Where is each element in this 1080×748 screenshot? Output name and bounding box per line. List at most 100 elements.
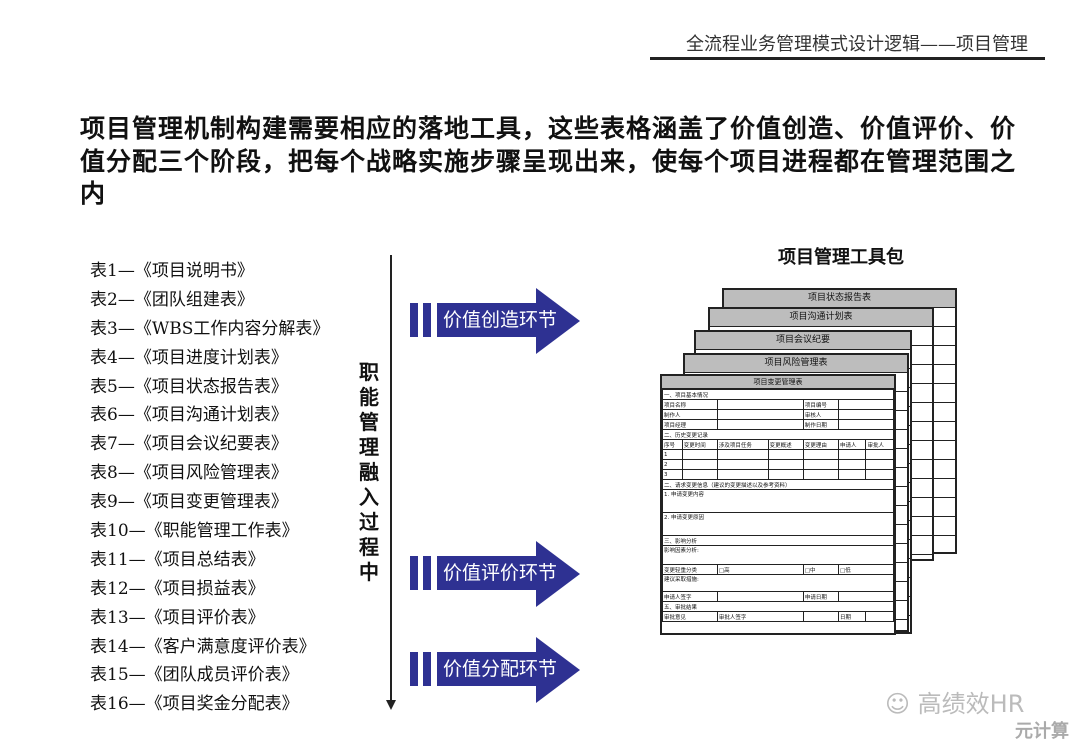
table-list-item: 表3—《WBS工作内容分解表》	[90, 318, 330, 339]
arrow-shape	[437, 303, 537, 337]
form-cell	[838, 459, 867, 470]
form-title: 项目变更管理表	[662, 376, 894, 389]
arrow-shape	[423, 652, 431, 686]
table-list-item: 表6—《项目沟通计划表》	[90, 405, 288, 426]
form-cell: 变更轻重分类	[662, 564, 718, 575]
form-cell: □高	[716, 564, 804, 575]
form-change-management: 项目变更管理表 一、项目基本情况 项目名称 项目编号 制作人 审核人 项目经理 制作日…	[660, 374, 896, 635]
form-cell	[802, 469, 840, 480]
form-cell: 2. 申请变更原因	[662, 512, 894, 536]
toolkit-title: 项目管理工具包	[778, 247, 904, 268]
arrow-shape	[423, 303, 431, 337]
form-cell: 序号	[662, 439, 683, 450]
stage-arrow-creation: 价值创造环节	[410, 288, 582, 354]
process-axis-arrowhead	[386, 700, 396, 710]
form-cell	[802, 611, 840, 622]
form-cell: 申请人	[838, 439, 867, 450]
header-divider	[650, 57, 1045, 60]
table-list-item: 表9—《项目变更管理表》	[90, 492, 288, 513]
table-list-item: 表14—《客户满意度评价表》	[90, 636, 316, 657]
form-cell: 日期	[838, 611, 867, 622]
arrow-shape	[536, 288, 580, 354]
form-cell	[681, 449, 718, 460]
form-cell: 建议采取措施:	[662, 574, 894, 592]
form-cell: 审批意见	[662, 611, 718, 622]
form-cell	[681, 459, 718, 470]
stage-label: 价值创造环节	[443, 309, 558, 331]
form-cell	[716, 469, 769, 480]
arrow-shape	[410, 556, 418, 590]
form-cell: □中	[802, 564, 840, 575]
vertical-label: 职能管理融入过程中	[359, 360, 379, 584]
form-cell: 一、项目基本情况	[662, 389, 894, 400]
slide-header-title: 全流程业务管理模式设计逻辑——项目管理	[686, 34, 1028, 55]
form-cell	[802, 449, 840, 460]
form-cell: 审核人	[802, 409, 840, 420]
wechat-icon: ☺	[885, 690, 911, 718]
form-cell: 项目编号	[802, 399, 840, 410]
form-cell: 制作人	[662, 409, 718, 420]
form-cell	[767, 449, 804, 460]
table-list-item: 表5—《项目状态报告表》	[90, 376, 288, 397]
form-cell	[865, 469, 894, 480]
form-cell: 变更理由	[802, 439, 840, 450]
form-cell: 项目经理	[662, 419, 718, 430]
form-cell	[802, 459, 840, 470]
form-cell: 项目名称	[662, 399, 718, 410]
form-cell: 三、影响分析	[662, 535, 894, 546]
form-cell: 制作日期	[802, 419, 840, 430]
watermark-brand: ☺ 高绩效HR	[885, 684, 1024, 719]
form-cell	[716, 449, 769, 460]
table-list-item: 表8—《项目风险管理表》	[90, 463, 288, 484]
form-cell: 变更时间	[681, 439, 718, 450]
form-cell	[865, 611, 894, 622]
arrow-shape	[410, 303, 418, 337]
form-cell: 2	[662, 459, 683, 470]
table-list-item: 表10—《职能管理工作表》	[90, 521, 299, 542]
table-list: 表1—《项目说明书》表2—《团队组建表》表3—《WBS工作内容分解表》表4—《项…	[90, 257, 329, 719]
form-cell	[716, 409, 804, 420]
form-cell: 二、历史变更记录	[662, 429, 894, 440]
stage-arrow-evaluation: 价值评价环节	[410, 541, 582, 607]
form-cell	[716, 399, 804, 410]
form-cell: 3	[662, 469, 683, 480]
form-cell: 申请日期	[802, 591, 840, 602]
form-cell	[838, 399, 894, 410]
form-cell: □低	[838, 564, 894, 575]
table-list-item: 表1—《项目说明书》	[90, 261, 254, 281]
form-cell	[716, 591, 804, 602]
arrow-shape	[423, 556, 431, 590]
arrow-shape	[536, 637, 580, 703]
table-list-item: 表12—《项目损益表》	[90, 578, 265, 599]
form-cell: 审批人签字	[716, 611, 804, 622]
form-title: 项目沟通计划表	[710, 309, 932, 327]
stage-label: 价值分配环节	[443, 658, 558, 680]
form-cell: 1	[662, 449, 683, 460]
form-cell	[838, 591, 894, 602]
form-cell	[716, 419, 804, 430]
headline: 项目管理机制构建需要相应的落地工具，这些表格涵盖了价值创造、价值评价、价值分配三…	[80, 114, 1017, 208]
arrow-shape	[437, 652, 537, 686]
watermark-site: 元计算	[1015, 721, 1069, 742]
form-title: 项目状态报告表	[724, 290, 955, 308]
form-cell: 审批人	[865, 439, 894, 450]
table-list-item: 表7—《项目会议纪要表》	[90, 434, 288, 455]
arrow-shape	[437, 556, 537, 590]
form-cell	[865, 459, 894, 470]
form-cell: 二、请求变更信息（建议的变更描述以及参考资料）	[662, 479, 894, 490]
table-list-item: 表4—《项目进度计划表》	[90, 347, 288, 368]
form-cell: 影响因素分析:	[662, 545, 894, 565]
table-list-item: 表13—《项目评价表》	[90, 607, 265, 628]
form-cell: 1. 申请变更内容	[662, 489, 894, 513]
arrow-shape	[410, 652, 418, 686]
watermark-brand-text: 高绩效HR	[917, 690, 1025, 718]
form-cell: 申请人签字	[662, 591, 718, 602]
stage-arrow-distribution: 价值分配环节	[410, 637, 582, 703]
stage-label: 价值评价环节	[443, 562, 558, 584]
arrow-shape	[536, 541, 580, 607]
form-cell	[865, 449, 894, 460]
table-list-item: 表15—《团队成员评价表》	[90, 665, 299, 686]
table-list-item: 表2—《团队组建表》	[90, 289, 254, 310]
form-cell	[767, 469, 804, 480]
